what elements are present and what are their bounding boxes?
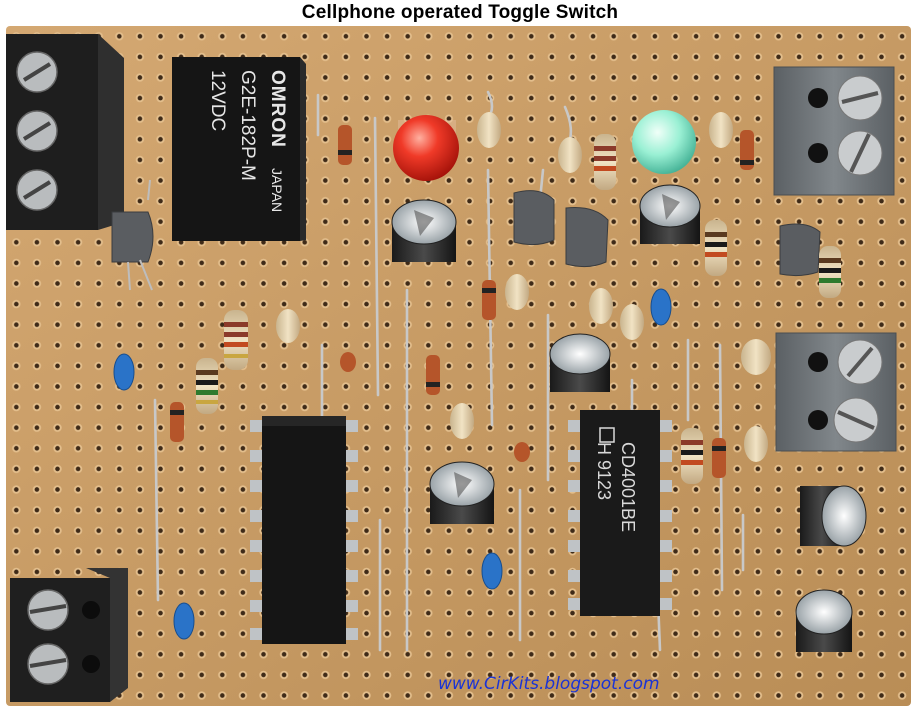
ic-left-dip16	[250, 416, 358, 644]
photo-title: Cellphone operated Toggle Switch	[301, 2, 619, 23]
transistors	[111, 190, 821, 277]
ic-cd4001be: CD4001BE H 9123	[568, 410, 672, 616]
ceramic-capacitors	[113, 288, 672, 640]
screw-terminal-top-right	[773, 66, 895, 196]
ic-part-number-text: CD4001BE	[618, 442, 638, 532]
ic-date-code-text: H 9123	[594, 442, 614, 500]
relay-brand-text: OMRON	[267, 70, 288, 148]
screw-terminal-bottom-left	[10, 568, 128, 702]
green-led	[632, 110, 696, 174]
relay: OMRON JAPAN G2E-182P-M 12VDC	[172, 57, 306, 241]
screw-terminal-mid-right	[775, 332, 897, 452]
relay-country-text: JAPAN	[269, 168, 285, 212]
resistors	[196, 112, 841, 484]
relay-voltage-text: 12VDC	[207, 70, 228, 131]
blog-watermark: www.CirKits.blogspot.com	[438, 674, 660, 694]
red-led	[393, 115, 459, 181]
relay-model-text: G2E-182P-M	[237, 70, 258, 181]
diodes	[170, 125, 754, 478]
screw-terminal-top-left	[6, 34, 124, 230]
electrolytic-capacitors	[391, 184, 867, 652]
